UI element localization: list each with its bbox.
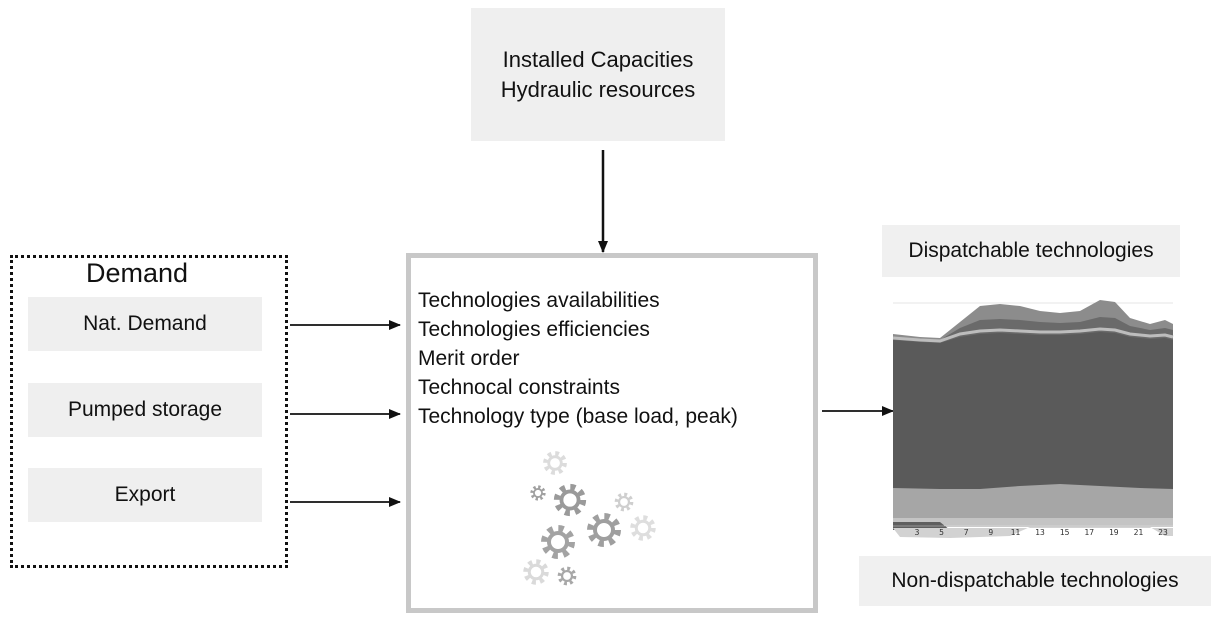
chart-tick-label: 7 (964, 528, 969, 537)
parameter-merit-order: Merit order (418, 347, 520, 370)
dispatch-chart: 3 5 7 9 11 13 15 17 19 21 23 (892, 298, 1174, 543)
chart-light-line (892, 327, 1174, 343)
parameter-constraints: Technocal constraints (418, 376, 620, 399)
chart-bottom-band (893, 518, 1173, 525)
gears-icon (526, 454, 653, 583)
chart-tick-label: 15 (1060, 528, 1070, 537)
parameter-availabilities: Technologies availabilities (418, 289, 660, 312)
export-box: Export (28, 468, 262, 522)
chart-tick-label: 17 (1084, 528, 1094, 537)
chart-tick-label: 11 (1011, 528, 1021, 537)
nat-demand-box: Nat. Demand (28, 297, 262, 351)
installed-capacities-box: Installed Capacities Hydraulic resources (471, 8, 725, 141)
chart-base-area (893, 332, 1173, 492)
chart-tick-label: 19 (1109, 528, 1119, 537)
chart-tick-label: 9 (988, 528, 993, 537)
model-parameters-list: Technologies availabilities Technologies… (418, 286, 738, 431)
hydraulic-resources-label: Hydraulic resources (500, 76, 696, 102)
chart-tick-label: 23 (1158, 528, 1168, 537)
dispatch-model-box (406, 253, 818, 613)
chart-lower-band (893, 484, 1173, 518)
non-dispatchable-technologies-label: Non-dispatchable technologies (859, 556, 1211, 606)
installed-capacities-label: Installed Capacities (502, 46, 694, 72)
demand-title: Demand (86, 258, 189, 288)
demand-group (10, 255, 288, 568)
chart-tick-labels: 3 5 7 9 11 13 15 17 19 21 23 (915, 528, 1168, 537)
parameter-efficiencies: Technologies efficiencies (418, 318, 650, 341)
pumped-storage-box: Pumped storage (28, 383, 262, 437)
chart-tick-label: 21 (1134, 528, 1144, 537)
chart-tick-label: 5 (939, 528, 944, 537)
chart-axis-shade (893, 527, 1173, 538)
chart-tick-label: 3 (915, 528, 920, 537)
parameter-technology-type: Technology type (base load, peak) (418, 405, 738, 428)
dispatchable-technologies-label: Dispatchable technologies (882, 225, 1180, 277)
chart-tick-label: 13 (1035, 528, 1045, 537)
